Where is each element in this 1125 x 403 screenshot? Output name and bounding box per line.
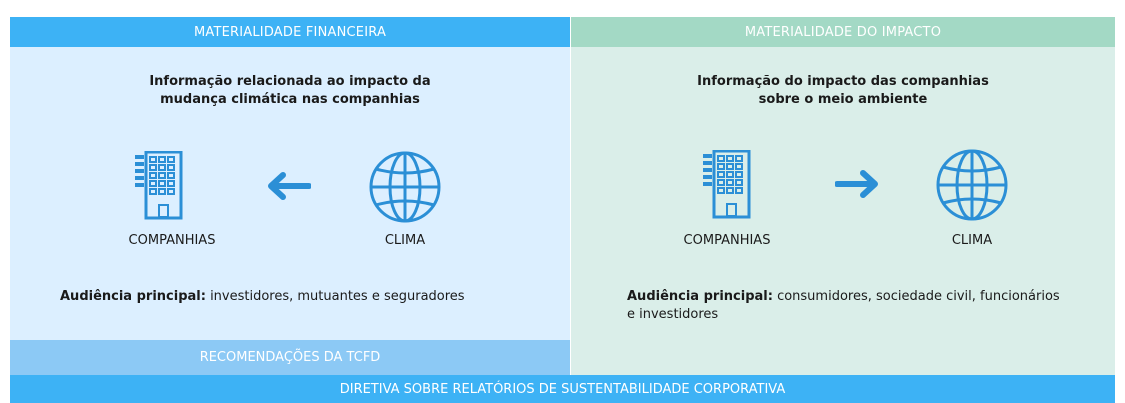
impact-materiality-description: Informação do impacto das companhias sob… (571, 73, 1115, 109)
audience-prefix: Audiência principal: (60, 289, 206, 304)
climate-label: CLIMA (951, 233, 993, 248)
climate-label: CLIMA (384, 233, 426, 248)
impact-materiality-panel: MATERIALIDADE DO IMPACTO Informação do i… (571, 17, 1115, 375)
arrow-left-icon (265, 172, 311, 200)
impact-description-line-2: sobre o meio ambiente (758, 92, 928, 107)
globe-icon (935, 148, 1009, 222)
companies-label: COMPANHIAS (128, 233, 216, 248)
tcfd-recommendations-bar: RECOMENDAÇÕES DA TCFD (10, 340, 570, 375)
financial-description-line-1: Informação relacionada ao impacto da (149, 74, 431, 89)
financial-description-line-2: mudança climática nas companhias (160, 92, 420, 107)
impact-description-line-1: Informação do impacto das companhias (697, 74, 989, 89)
globe-icon (368, 150, 442, 224)
impact-audience-line-1: Audiência principal: consumidores, socie… (627, 288, 1097, 306)
csrd-footer-bar: DIRETIVA SOBRE RELATÓRIOS DE SUSTENTABIL… (10, 375, 1115, 403)
building-icon (135, 151, 183, 221)
audience-text: investidores, mutuantes e seguradores (205, 289, 465, 304)
financial-materiality-description: Informação relacionada ao impacto da mud… (10, 73, 570, 109)
impact-materiality-header: MATERIALIDADE DO IMPACTO (571, 17, 1115, 47)
arrow-right-icon (835, 170, 881, 198)
financial-materiality-panel: MATERIALIDADE FINANCEIRA Informação rela… (10, 17, 570, 375)
audience-text: consumidores, sociedade civil, funcionár… (772, 289, 1060, 304)
financial-materiality-header: MATERIALIDADE FINANCEIRA (10, 17, 570, 47)
companies-label: COMPANHIAS (683, 233, 771, 248)
impact-audience-line-2: e investidores (627, 307, 719, 322)
financial-audience: Audiência principal: investidores, mutua… (60, 288, 465, 306)
audience-prefix: Audiência principal: (627, 289, 773, 304)
impact-audience: Audiência principal: consumidores, socie… (627, 288, 1097, 324)
building-icon (703, 150, 751, 220)
